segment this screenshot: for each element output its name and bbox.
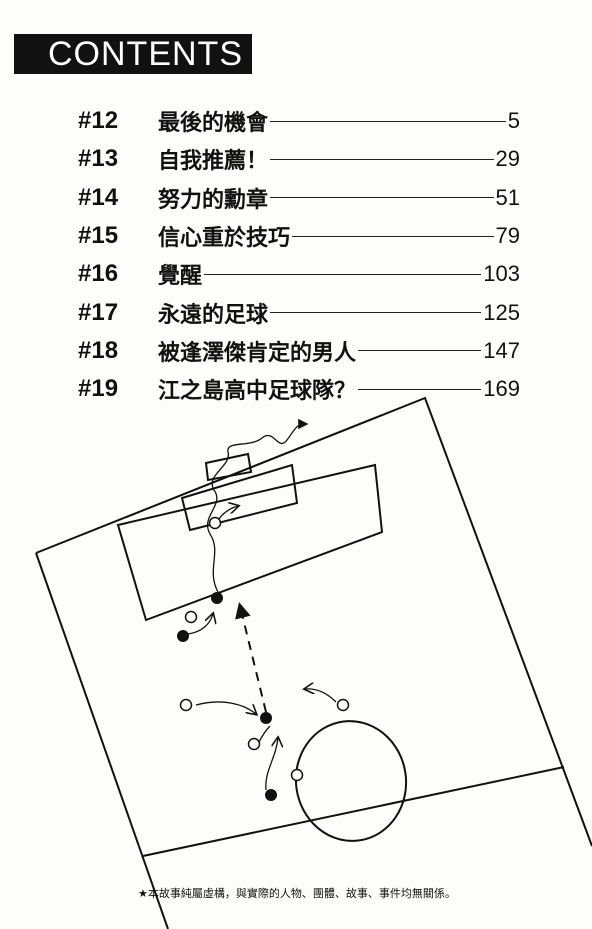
chapter-number: #13: [78, 145, 119, 173]
leader-line: [292, 235, 494, 237]
player-attacker: [177, 630, 189, 642]
dashed-pass-line: [235, 602, 267, 713]
leader-line: [204, 273, 482, 275]
run-arrow-5: [257, 725, 271, 745]
field-outline: [35, 396, 592, 847]
leader-line: [270, 312, 482, 314]
chapter-number: #15: [78, 222, 119, 250]
field-left-sideline: [35, 552, 169, 929]
page-number: 5: [507, 108, 520, 134]
leader-line: [358, 350, 482, 352]
chapter-number: #14: [78, 183, 119, 211]
run-arrow-4: [265, 738, 278, 791]
page-number: 79: [495, 223, 520, 249]
chapter-number: #19: [78, 375, 119, 403]
chapter-number: #18: [78, 336, 119, 364]
player-defender: [290, 768, 304, 782]
center-circle: [294, 720, 408, 842]
chapter-title: 覺醒: [158, 264, 203, 290]
run-arrow-2: [195, 701, 256, 714]
chapter-title: 自我推薦！: [158, 149, 269, 175]
toc-entry-15[interactable]: #15 信心重於技巧 79: [78, 217, 520, 255]
chapter-title: 江之島高中足球隊？: [158, 379, 357, 405]
chapter-number: #16: [78, 260, 119, 288]
leader-line: [270, 120, 506, 122]
pass-arrow-box: [217, 506, 238, 521]
page-number: 103: [483, 261, 520, 287]
chapter-title: 被逢澤傑肯定的男人: [158, 340, 357, 366]
player-defender: [247, 737, 261, 751]
goal-area: [180, 463, 299, 532]
chapter-title: 最後的機會: [158, 111, 269, 137]
chapter-title: 永遠的足球: [158, 302, 269, 328]
player-attacker: [211, 592, 223, 604]
toc-entry-13[interactable]: #13 自我推薦！ 29: [78, 140, 520, 178]
run-arrow-1: [187, 614, 213, 635]
toc-entry-12[interactable]: #12 最後的機會 5: [78, 102, 520, 140]
chapter-number: #12: [78, 107, 119, 135]
page-number: 169: [483, 376, 520, 402]
penalty-box: [116, 463, 384, 622]
leader-line: [270, 197, 494, 199]
leader-line: [270, 158, 494, 160]
goal: [204, 452, 253, 482]
toc-entry-14[interactable]: #14 努力的勳章 51: [78, 179, 520, 217]
page-number: 147: [483, 337, 520, 363]
chapter-title: 努力的勳章: [158, 187, 269, 213]
player-attacker: [265, 789, 277, 801]
toc-entry-19[interactable]: #19 江之島高中足球隊？ 169: [78, 370, 520, 408]
page-number: 125: [483, 299, 520, 325]
toc-entry-16[interactable]: #16 覺醒 103: [78, 255, 520, 293]
player-defender: [184, 610, 198, 624]
dribble-path: [207, 418, 309, 593]
chapter-number: #17: [78, 298, 119, 326]
toc-entry-18[interactable]: #18 被逢澤傑肯定的男人 147: [78, 332, 520, 370]
disclaimer-text: ★本故事純屬虛構，與實際的人物、團體、故事、事件均無關係。: [138, 887, 456, 900]
table-of-contents: #12 最後的機會 5 #13 自我推薦！ 29 #14 努力的勳章 51 #1…: [78, 102, 520, 408]
chapter-title: 信心重於技巧: [158, 226, 291, 252]
contents-heading: CONTENTS: [14, 34, 252, 74]
player-defender: [179, 698, 193, 712]
player-defender: [208, 516, 222, 530]
halfway-line: [142, 766, 565, 857]
player-attacker: [260, 712, 272, 724]
toc-entry-17[interactable]: #17 永遠的足球 125: [78, 293, 520, 331]
page-number: 51: [495, 184, 520, 210]
page-number: 29: [495, 146, 520, 172]
player-defender: [336, 698, 350, 712]
run-arrow-3: [305, 689, 337, 703]
leader-line: [358, 388, 482, 390]
